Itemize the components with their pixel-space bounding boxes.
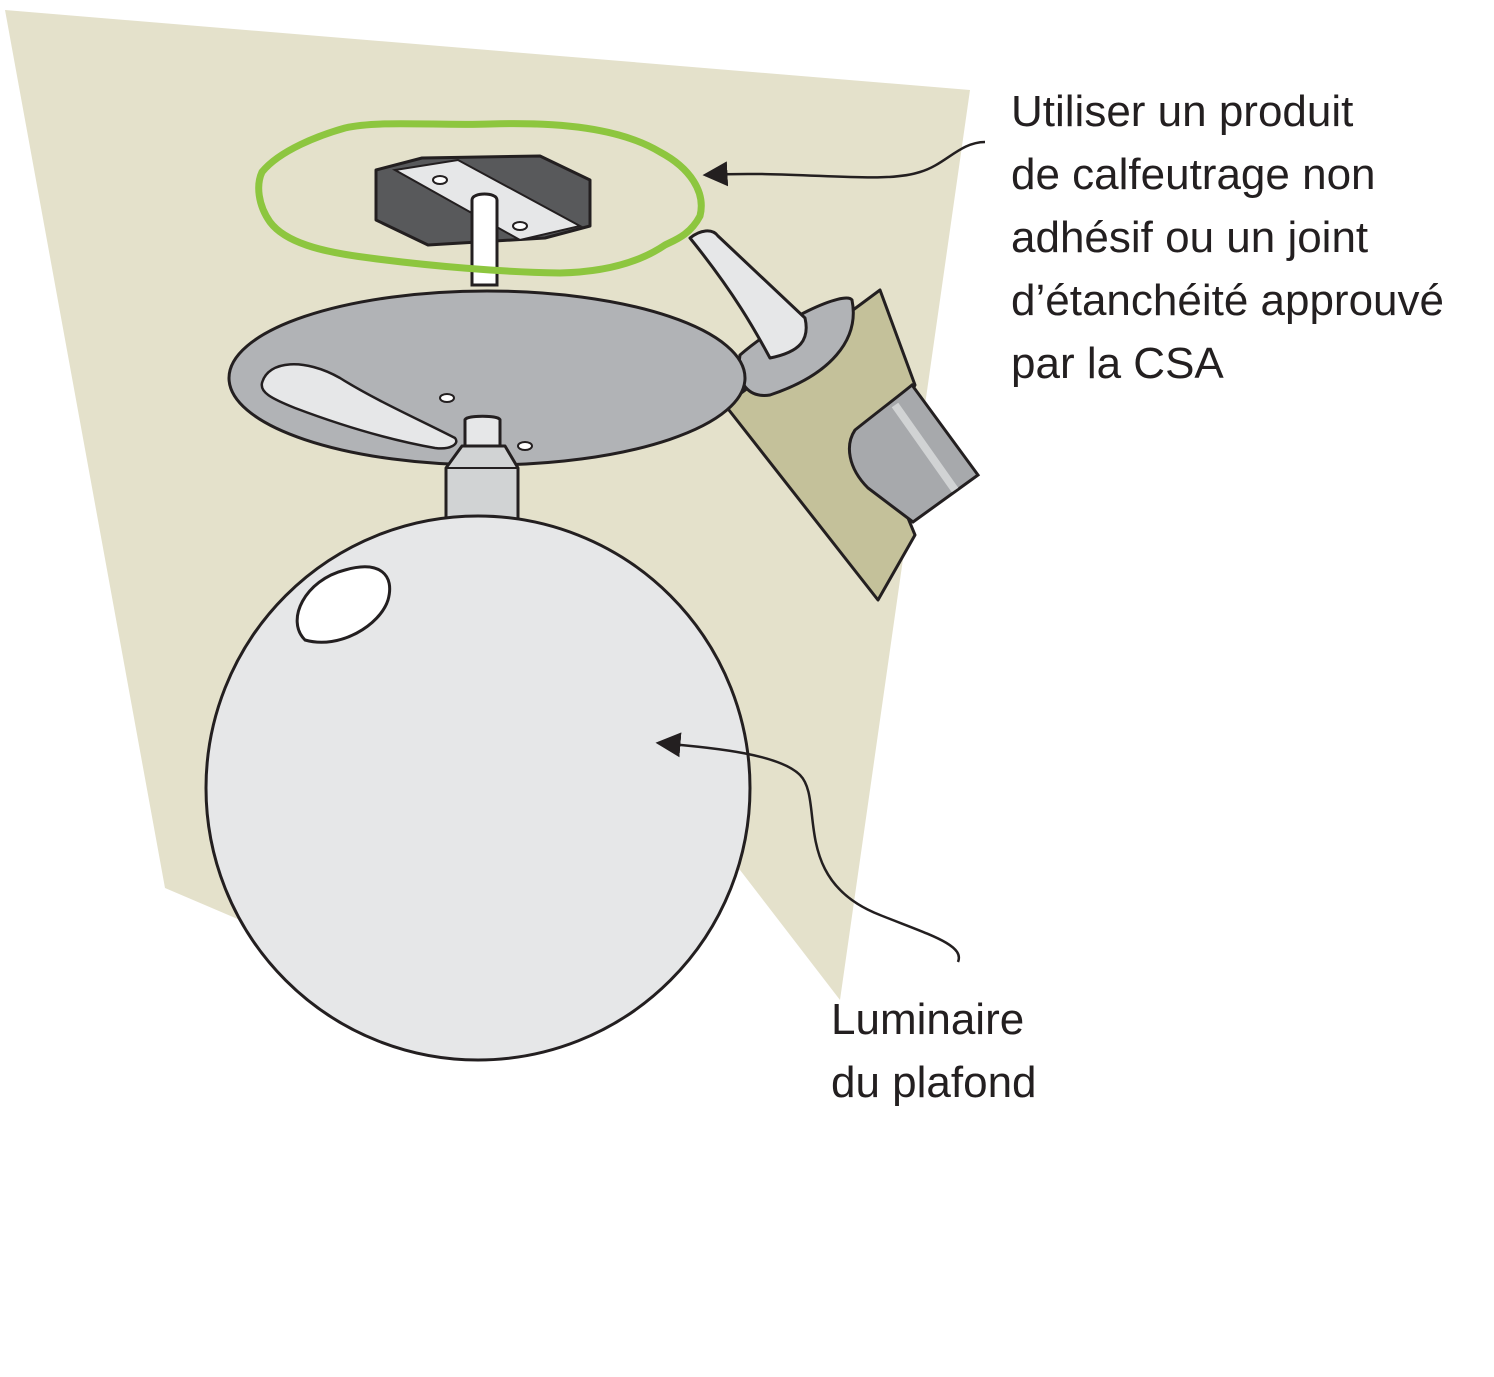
electrical-box-icon xyxy=(374,154,592,287)
sealant-callout-label: Utiliser un produit de calfeutrage non a… xyxy=(1011,80,1444,395)
sealant-callout-line: adhésif ou un joint xyxy=(1011,213,1369,262)
fixture-callout-line: du plafond xyxy=(831,1058,1037,1107)
fixture-callout-label: Luminaire du plafond xyxy=(831,988,1037,1114)
canopy-plate-icon xyxy=(227,289,747,467)
sealant-callout-line: par la CSA xyxy=(1011,339,1224,388)
sealant-callout-line: d’étanchéité approuvé xyxy=(1011,276,1444,325)
sealant-callout-line: Utiliser un produit xyxy=(1011,87,1354,136)
fixture-callout-line: Luminaire xyxy=(831,995,1025,1044)
sealant-callout-line: de calfeutrage non xyxy=(1011,150,1376,199)
sealant-ring-icon xyxy=(255,120,705,277)
globe-fixture-icon xyxy=(204,514,752,1062)
caulking-gun-icon xyxy=(688,229,981,602)
sealant-leader-line xyxy=(702,140,986,187)
fixture-leader-line xyxy=(655,732,961,963)
